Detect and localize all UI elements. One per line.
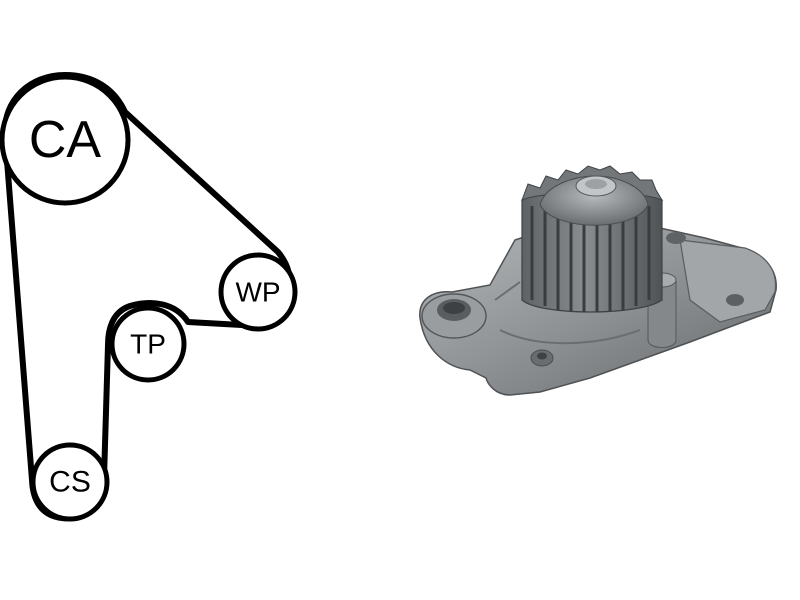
pump-bolt-hole — [537, 352, 547, 360]
pump-housing-ridge — [494, 281, 521, 301]
pulley-tp: TP — [109, 305, 187, 383]
pump-sprocket-hub — [539, 175, 649, 226]
pulley-tp-label: TP — [130, 329, 166, 360]
pulley-cs: CS — [30, 442, 110, 522]
pulley-ca-circle — [0, 74, 131, 206]
pulley-tp-circle — [109, 305, 187, 383]
pulley-wp-label: WP — [235, 277, 280, 308]
pump-sprocket — [521, 165, 664, 313]
pulley-ca-label: CA — [29, 111, 102, 169]
pump-housing-ridge — [499, 329, 641, 345]
pulley-cs-label: CS — [49, 466, 91, 499]
pump-right-flange — [679, 239, 777, 323]
pulley-ca: CA — [0, 74, 131, 206]
timing-belt-diagram: CA WP TP CS — [0, 72, 298, 522]
pump-bolt-hole — [666, 232, 686, 244]
pump-left-boss — [421, 293, 487, 339]
pulley-wp: WP — [218, 252, 298, 332]
water-pump-image — [419, 165, 777, 396]
pulley-wp-circle — [218, 252, 298, 332]
pump-bolt-hole — [726, 294, 744, 306]
pulley-cs-circle — [30, 442, 110, 522]
